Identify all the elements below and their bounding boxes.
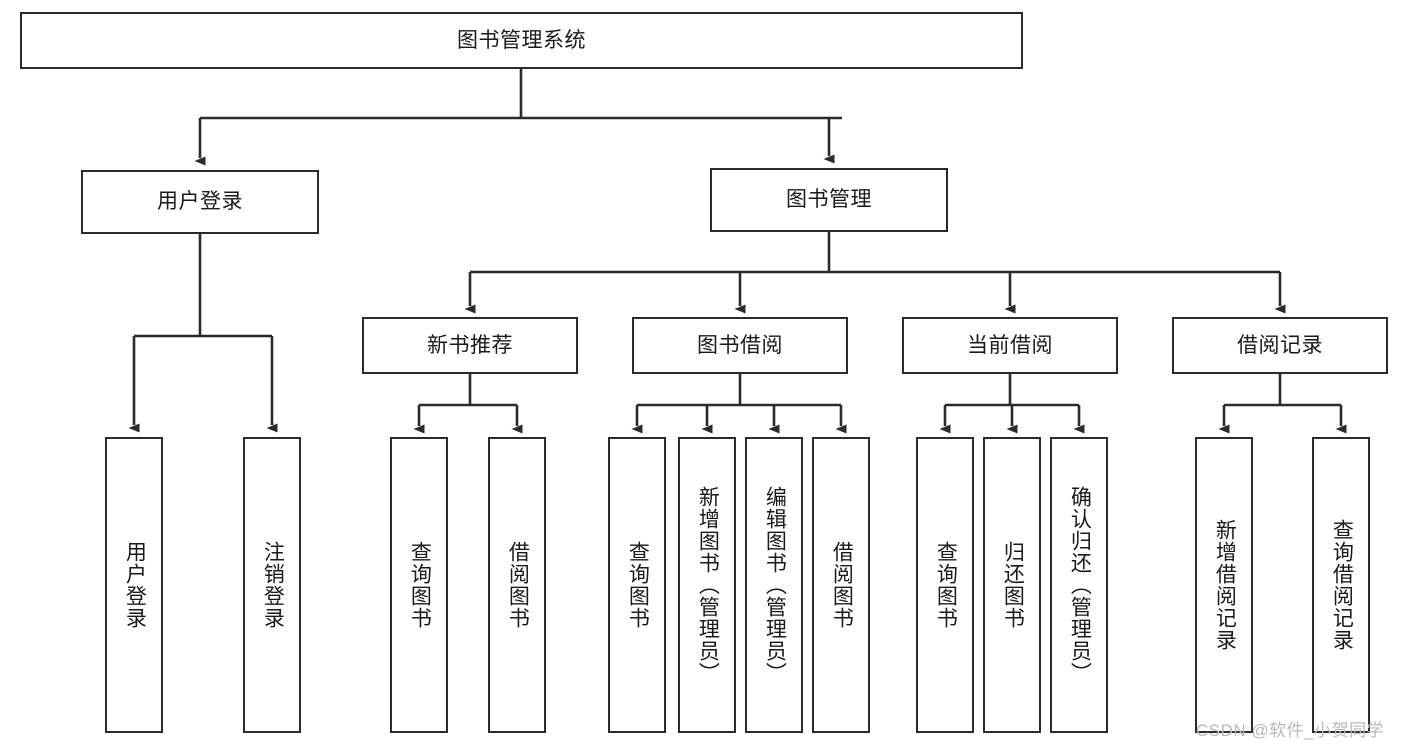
node-book-borrow[interactable]: 图书借阅 (632, 317, 848, 374)
node-leaf-query-book-1[interactable]: 查询图书 (390, 437, 448, 733)
node-leaf-user-login-label: 用户登录 (123, 541, 147, 629)
edge-group-book-borrow (631, 374, 847, 434)
edge-group-book-manage (464, 232, 1286, 314)
node-leaf-query-book-3[interactable]: 查询图书 (916, 437, 974, 733)
node-leaf-add-record[interactable]: 新增借阅记录 (1195, 437, 1253, 733)
node-user-login-label: 用户登录 (157, 190, 243, 214)
node-leaf-query-book-2-label: 查询图书 (626, 541, 650, 629)
edge-group-new-book-recommend (413, 374, 523, 434)
node-book-manage[interactable]: 图书管理 (710, 168, 948, 232)
node-leaf-query-record[interactable]: 查询借阅记录 (1312, 437, 1370, 733)
node-leaf-return-book[interactable]: 归还图书 (983, 437, 1041, 733)
node-leaf-user-login[interactable]: 用户登录 (105, 437, 163, 733)
node-book-borrow-label: 图书借阅 (697, 333, 783, 357)
node-leaf-borrow-book-2[interactable]: 借阅图书 (812, 437, 870, 733)
node-book-manage-label: 图书管理 (786, 188, 872, 212)
node-leaf-query-book-3-label: 查询图书 (934, 541, 958, 629)
node-leaf-add-record-label: 新增借阅记录 (1213, 519, 1237, 651)
node-leaf-borrow-book-1[interactable]: 借阅图书 (488, 437, 546, 733)
node-leaf-edit-book[interactable]: 编辑图书（管理员） (745, 437, 803, 733)
edge-group-user-login (128, 234, 278, 433)
node-leaf-return-book-label: 归还图书 (1001, 541, 1025, 629)
edge-group-root (194, 69, 842, 166)
node-leaf-add-book[interactable]: 新增图书（管理员） (678, 437, 736, 733)
node-root-label: 图书管理系统 (457, 28, 586, 52)
node-leaf-confirm-return-label: 确认归还（管理员） (1068, 486, 1092, 684)
node-user-login[interactable]: 用户登录 (81, 170, 319, 234)
node-borrow-record[interactable]: 借阅记录 (1172, 317, 1388, 374)
node-current-borrow-label: 当前借阅 (967, 333, 1053, 357)
node-leaf-edit-book-label: 编辑图书（管理员） (763, 486, 787, 684)
node-root[interactable]: 图书管理系统 (20, 12, 1023, 69)
node-leaf-confirm-return[interactable]: 确认归还（管理员） (1050, 437, 1108, 733)
node-new-book-recommend-label: 新书推荐 (427, 333, 513, 357)
node-leaf-logout-label: 注销登录 (261, 541, 285, 629)
node-leaf-query-book-2[interactable]: 查询图书 (608, 437, 666, 733)
node-leaf-logout[interactable]: 注销登录 (243, 437, 301, 733)
node-leaf-query-book-1-label: 查询图书 (408, 541, 432, 629)
edge-group-borrow-record (1218, 374, 1347, 434)
node-leaf-query-record-label: 查询借阅记录 (1330, 519, 1354, 651)
node-borrow-record-label: 借阅记录 (1237, 333, 1323, 357)
node-leaf-borrow-book-2-label: 借阅图书 (830, 541, 854, 629)
node-leaf-add-book-label: 新增图书（管理员） (696, 486, 720, 684)
node-leaf-borrow-book-1-label: 借阅图书 (506, 541, 530, 629)
edge-group-current-borrow (939, 374, 1085, 434)
node-current-borrow[interactable]: 当前借阅 (902, 317, 1118, 374)
node-new-book-recommend[interactable]: 新书推荐 (362, 317, 578, 374)
